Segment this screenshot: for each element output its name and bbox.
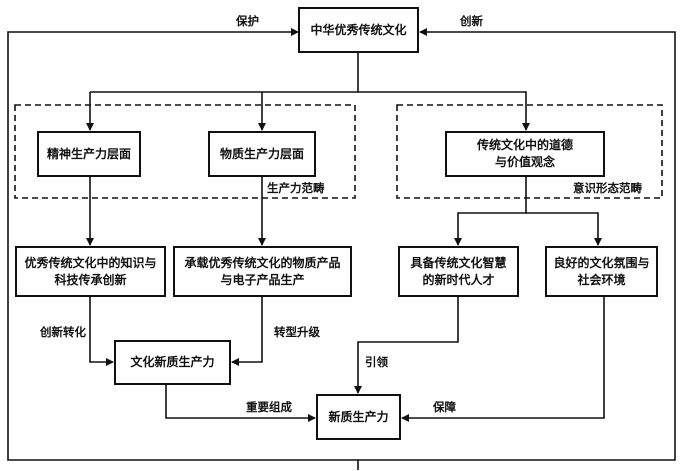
node-chinese-traditional-culture: 中华优秀传统文化	[298, 7, 419, 53]
edge-products-to-cultural	[231, 297, 263, 366]
edge-label-guarantee: 保障	[433, 400, 456, 414]
productivity-group-frame	[14, 104, 356, 199]
node-cultural-atmosphere: 良好的文化氛围与 社会环境	[545, 246, 658, 297]
edge-label-lead: 引领	[365, 355, 388, 369]
edge-morality-to-atmosphere	[526, 212, 602, 246]
node-spiritual-productivity: 精神生产力层面	[37, 131, 141, 177]
edge-morality-split	[454, 177, 527, 246]
node-new-era-talent: 具备传统文化智慧 的新时代人才	[398, 246, 519, 297]
edge-cultural-to-new	[165, 385, 316, 422]
edge-label-innovate: 创新	[460, 14, 483, 28]
edge-talent-to-new	[354, 297, 459, 394]
node-new-quality-productivity: 新质生产力	[316, 394, 401, 440]
edge-culture-trunk	[90, 53, 359, 93]
edge-atmosphere-to-new	[401, 297, 605, 422]
node-cultural-new-quality-productivity: 文化新质生产力	[114, 340, 231, 385]
node-morality-values: 传统文化中的道德 与价值观念	[445, 131, 605, 177]
edge-label-protect: 保护	[236, 14, 259, 28]
node-material-productivity: 物质生产力层面	[208, 131, 316, 177]
edge-label-innovative-transformation: 创新转化	[40, 325, 86, 339]
edge-label-transformation-upgrade: 转型升级	[274, 325, 320, 339]
node-knowledge-technology: 优秀传统文化中的知识与 科技传承创新	[15, 246, 166, 297]
edge-culture-to-morality	[358, 91, 530, 131]
edge-innovate	[358, 28, 676, 461]
group-label-ideology: 意识形态范畴	[573, 181, 642, 195]
group-label-productivity: 生产力范畴	[267, 181, 325, 195]
edge-protect	[7, 28, 359, 470]
node-material-electronic-products: 承载优秀传统文化的物质产品 与电子产品生产	[173, 246, 352, 297]
edge-knowledge-to-cultural	[89, 297, 114, 366]
edge-label-important-component: 重要组成	[246, 400, 292, 414]
ideology-group-frame	[396, 104, 663, 199]
